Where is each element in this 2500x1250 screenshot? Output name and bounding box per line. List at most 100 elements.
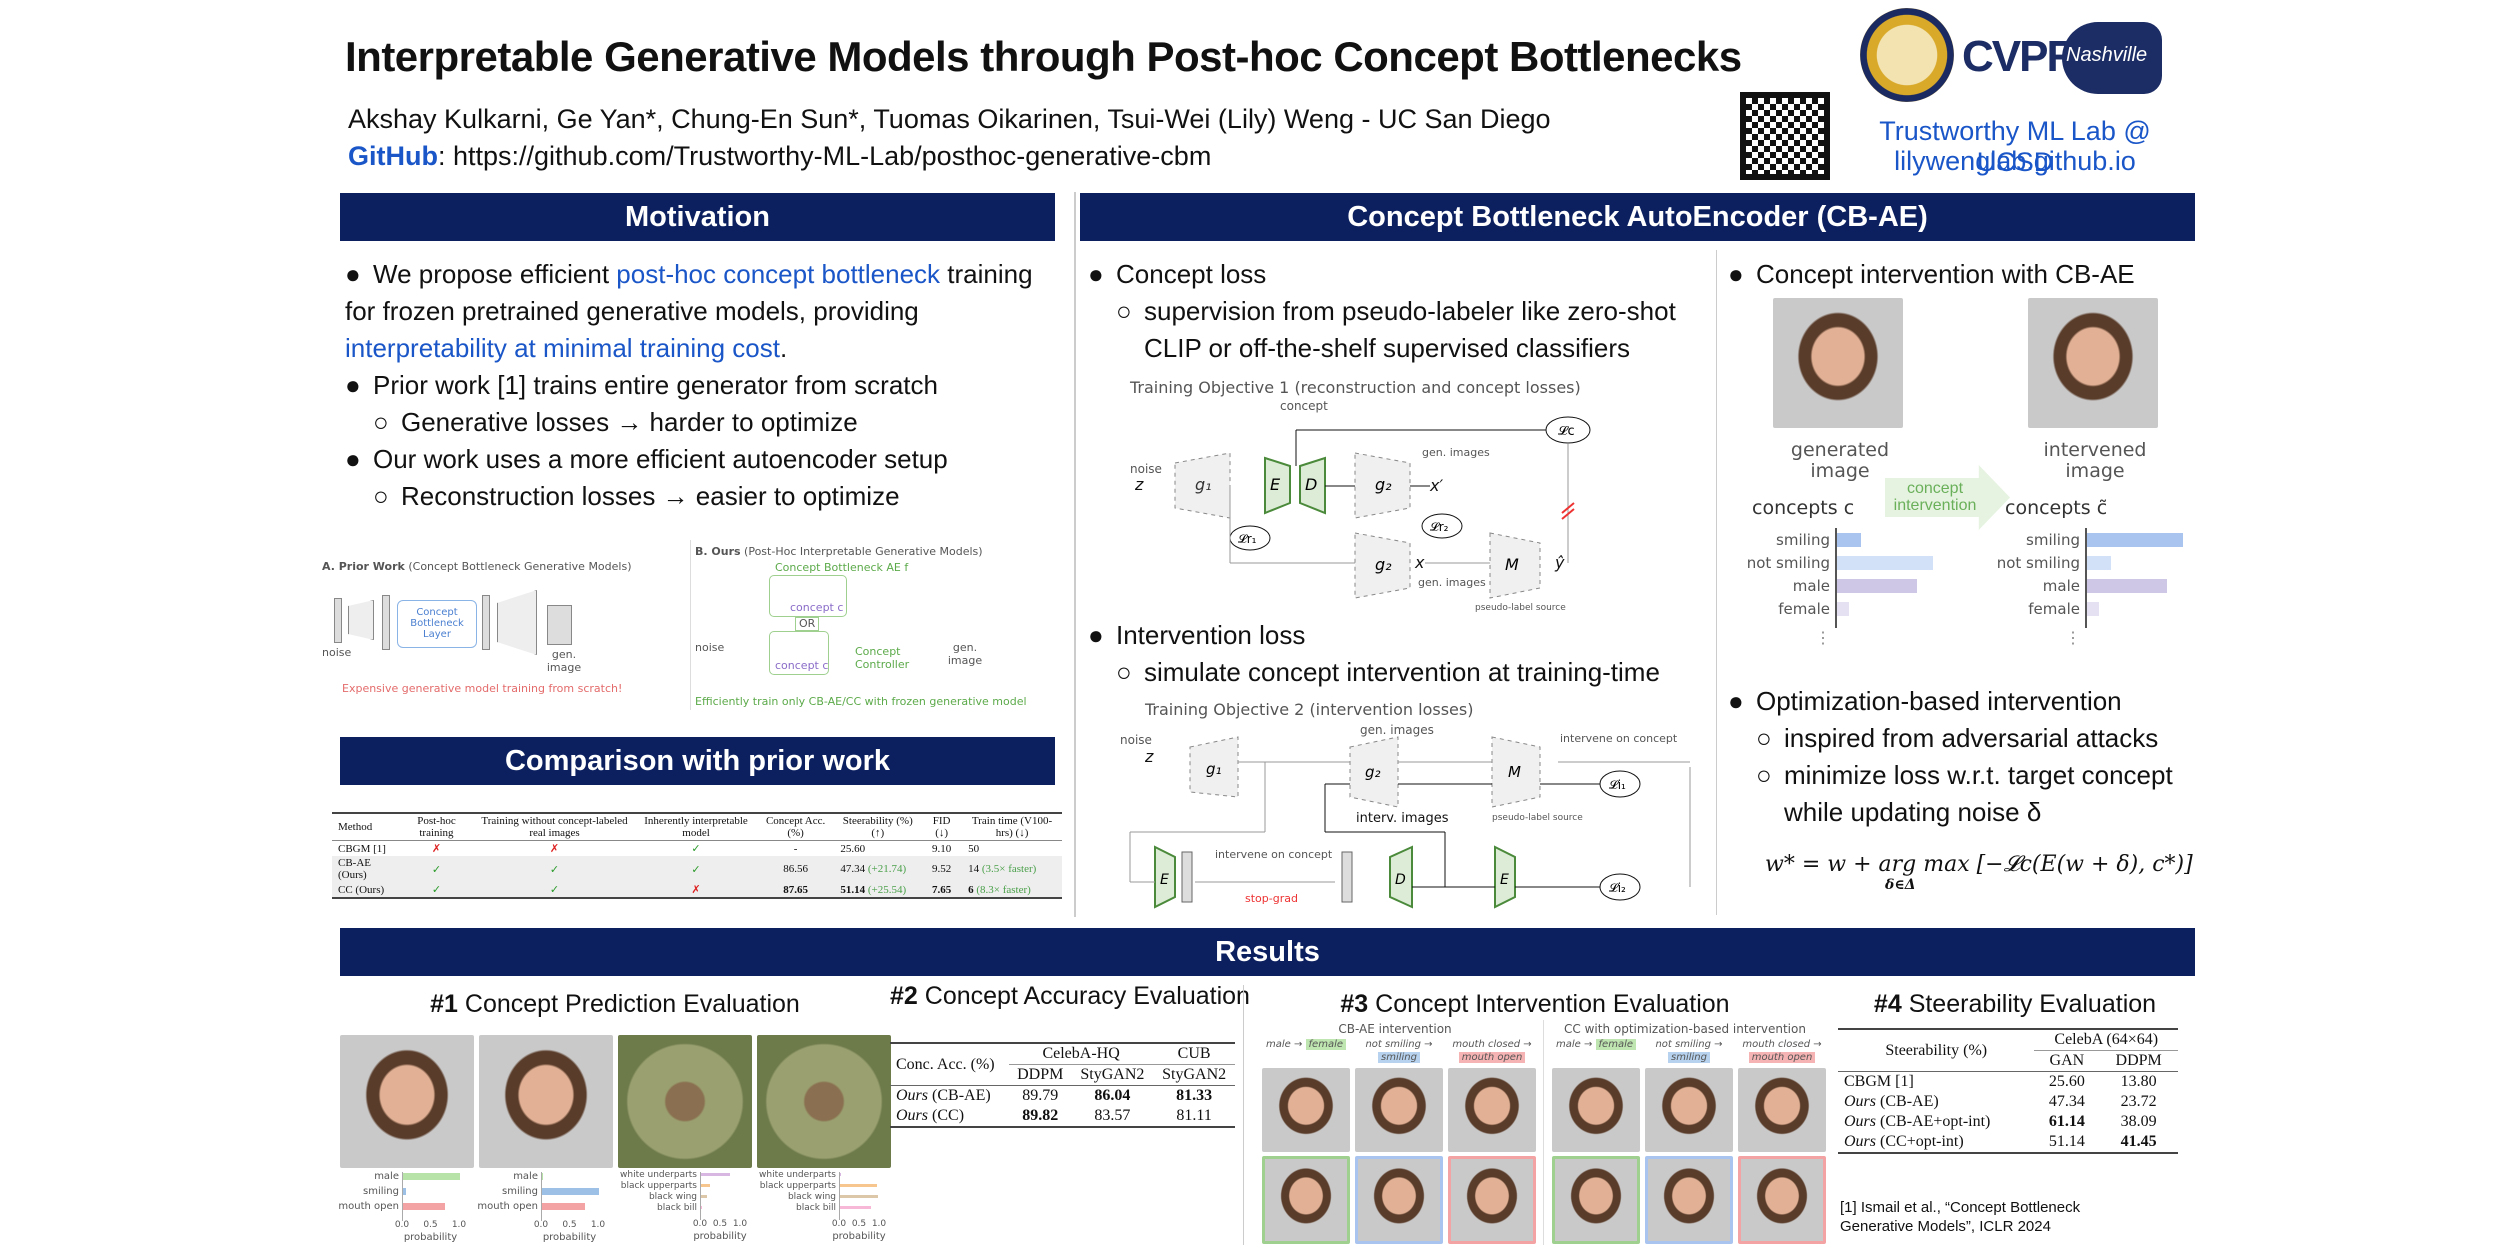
svg-text:𝓛r₁: 𝓛r₁ — [1238, 532, 1257, 546]
bird-image — [757, 1035, 891, 1168]
x-axis-label: probability — [403, 1232, 458, 1243]
motivation-bullets: ●We propose efficient post-hoc concept b… — [345, 259, 1033, 511]
qr-code — [1740, 92, 1830, 180]
axis-line — [2085, 528, 2087, 628]
svg-text:E: E — [1160, 872, 1169, 888]
steer-value: 25.60 — [840, 842, 866, 855]
results-header: Results — [340, 928, 2195, 976]
tick-label: 1.0 — [451, 1220, 467, 1230]
probability-bar — [403, 1173, 460, 1180]
r3-title: #3 Concept Intervention Evaluation — [1340, 990, 1730, 1018]
stop-grad-label: stop-grad — [1245, 892, 1298, 905]
method-cell: CB-AE (Ours) — [338, 857, 371, 881]
concept-loss-bullets: ●Concept loss ○supervision from pseudo-l… — [1088, 259, 1676, 363]
svg-text:x: x — [1414, 553, 1425, 572]
cvpr-logo: CVPR Nashville — [1962, 22, 2162, 94]
value-cell: 47.34 — [2048, 1093, 2085, 1110]
tick-label: 0.0 — [533, 1220, 549, 1230]
concept-label: black upperparts — [759, 1181, 836, 1191]
time-cell: 14 (3.5× faster) — [962, 856, 1062, 882]
lab-name[interactable]: Trustworthy ML Lab @ UCSD — [1879, 116, 2151, 177]
x-axis-label: probability — [832, 1231, 886, 1242]
value-cell: 13.80 — [2120, 1073, 2157, 1090]
gen-images-label: gen. images — [1360, 723, 1434, 737]
ours-diagram: B. Ours (Post-Hoc Interpretable Generati… — [695, 545, 1027, 708]
nolabel-cell: ✗ — [549, 843, 560, 855]
concept-label: female — [1778, 600, 1830, 618]
svg-text:𝓛i₂: 𝓛i₂ — [1609, 881, 1626, 895]
results-divider — [1243, 985, 1244, 1245]
concept-bar — [1837, 533, 1861, 547]
noise-label: noise — [1130, 462, 1162, 476]
lab-url[interactable]: lilywenglab.github.io — [1894, 146, 2136, 176]
intervened-face-image — [1552, 1156, 1640, 1244]
r3-left-label: CB-AE intervention — [1338, 1022, 1452, 1036]
acc-cell: 87.65 — [783, 883, 808, 896]
method-cell: Ours (CB-AE+opt-int) — [1844, 1113, 1991, 1130]
concept-bar — [1837, 556, 1933, 570]
intervene-label: intervene on concept — [1215, 848, 1333, 861]
svg-text:ŷ: ŷ — [1554, 553, 1565, 572]
x-axis-label: probability — [542, 1232, 597, 1243]
concept-label: mouth open — [338, 1201, 399, 1212]
motivation-header: Motivation — [340, 193, 1055, 241]
cbae-header: Concept Bottleneck AutoEncoder (CB-AE) — [1080, 193, 2195, 241]
github-url[interactable]: : https://github.com/Trustworthy-ML-Lab/… — [437, 141, 1212, 171]
generated-image-label: generated image — [1790, 439, 1890, 482]
edit-label: male → female — [1261, 1038, 1351, 1051]
value-cell: 23.72 — [2120, 1093, 2157, 1110]
interp-cell: ✓ — [691, 863, 701, 876]
concept-label: smiling — [363, 1186, 399, 1197]
method-cell: CC (Ours) — [338, 883, 385, 896]
original-face-image — [1645, 1068, 1733, 1152]
value-cell: 81.11 — [1176, 1107, 1212, 1124]
figure-divider — [690, 540, 691, 710]
concept-label: black upperparts — [620, 1181, 697, 1191]
svg-text:E: E — [1500, 872, 1509, 888]
column-divider — [1074, 192, 1076, 917]
edit-label: not smiling → smiling — [1655, 1039, 1723, 1063]
github-link[interactable]: GitHub — [348, 141, 438, 171]
gen-images-label: gen. images — [1418, 576, 1486, 589]
tick-label: 0.5 — [562, 1220, 577, 1230]
pseudo-label-source-label: pseudo-label source — [1492, 813, 1583, 823]
svg-text:M: M — [1505, 555, 1519, 574]
face-image — [340, 1035, 474, 1168]
svg-text:𝓛i₁: 𝓛i₁ — [1609, 778, 1626, 792]
svg-text:M: M — [1508, 763, 1521, 781]
concept-bar — [2087, 602, 2099, 616]
chart-axis — [839, 1172, 840, 1220]
axis-line — [1835, 528, 1837, 628]
column-header: Concept Acc. (%) — [765, 815, 826, 839]
tick-label: 1.0 — [732, 1219, 748, 1229]
time-cell: 6 (8.3× faster) — [962, 882, 1062, 898]
steer-gain: (+21.74) — [867, 863, 907, 875]
cbae-column-divider — [1716, 250, 1717, 915]
posthoc-cell: ✓ — [431, 863, 442, 876]
ellipsis: ⋮ — [1815, 630, 1831, 647]
value-cell: 81.33 — [1176, 1087, 1213, 1104]
tick-label: 0.0 — [394, 1220, 410, 1230]
probability-bar — [542, 1203, 585, 1210]
edit-label: male → female — [1551, 1038, 1641, 1051]
poster-title: Interpretable Generative Models through … — [345, 33, 1742, 80]
svg-text:g₂: g₂ — [1375, 555, 1392, 574]
chart-axis — [402, 1172, 403, 1221]
value-cell: 41.45 — [2120, 1133, 2157, 1150]
time-value: 50 — [968, 842, 980, 855]
value-cell: 83.57 — [1094, 1107, 1131, 1124]
probability-bar — [701, 1206, 703, 1209]
concept-label: white underparts — [620, 1170, 697, 1180]
time-cell: 50 — [962, 841, 1062, 857]
method-cell: Ours (CB-AE) — [896, 1087, 991, 1104]
concept-label: male — [1792, 577, 1830, 595]
edit-label: mouth closed → mouth open — [1742, 1039, 1822, 1063]
original-face-image — [1448, 1068, 1536, 1152]
method-cell: CBGM [1] — [1844, 1073, 1914, 1090]
